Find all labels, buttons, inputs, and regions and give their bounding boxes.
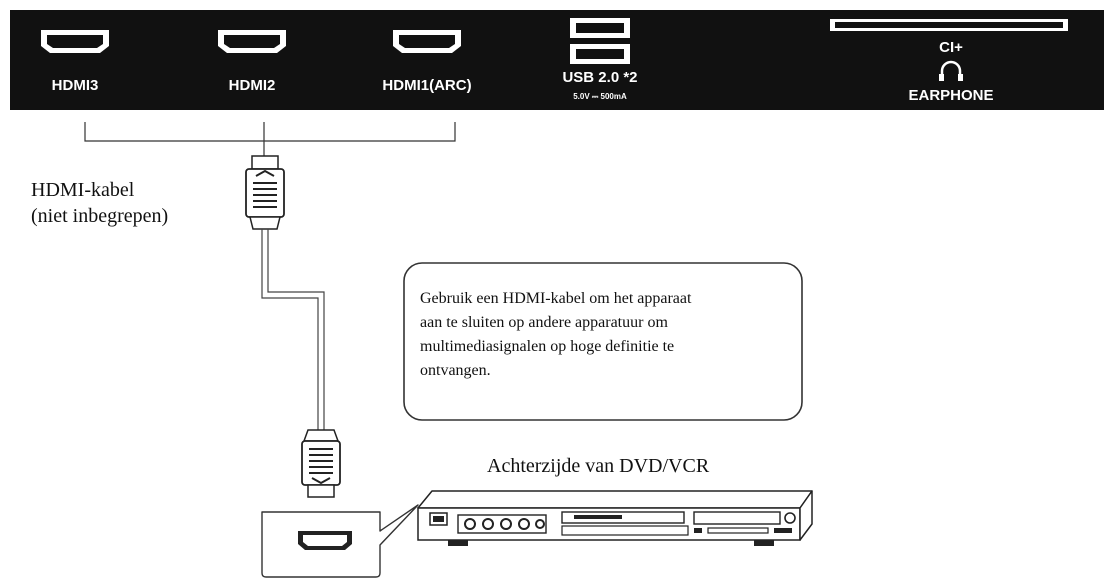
hdmi1-arc-label: HDMI1(ARC) xyxy=(382,77,471,94)
note-line-2: aan te sluiten op andere apparatuur om xyxy=(420,314,668,331)
hdmi3-label: HDMI3 xyxy=(52,77,99,94)
hdmi-plug-icon xyxy=(301,429,341,498)
port-zoom-callout xyxy=(261,504,419,578)
note-line-1: Gebruik een HDMI-kabel om het apparaat xyxy=(420,290,692,307)
earphone-label: EARPHONE xyxy=(908,87,993,104)
info-callout: Gebruik een HDMI-kabel om het apparaat a… xyxy=(403,262,803,421)
device-title: Achterzijde van DVD/VCR xyxy=(487,455,710,477)
ci-label: CI+ xyxy=(939,39,963,56)
earphone-icon xyxy=(939,60,963,81)
hdmi1-port-icon xyxy=(393,30,461,53)
cable-label-line1: HDMI-kabel xyxy=(31,179,135,201)
hdmi-port-icon xyxy=(298,531,352,550)
hdmi-plug-icon xyxy=(245,155,285,230)
hdmi-port-bracket xyxy=(84,122,456,156)
usb-spec-label: 5.0V ⎓ 500mA xyxy=(573,92,627,101)
dvd-vcr-icon xyxy=(417,490,813,546)
hdmi3-port-icon xyxy=(41,30,109,53)
cable-label-line2: (niet inbegrepen) xyxy=(31,205,168,227)
hdmi-cable xyxy=(261,229,325,430)
hdmi2-label: HDMI2 xyxy=(229,77,276,94)
ci-slot-icon xyxy=(830,19,1068,31)
usb-port-icon xyxy=(570,18,630,64)
note-line-3: multimediasignalen op hoge definitie te xyxy=(420,338,674,355)
note-line-4: ontvangen. xyxy=(420,362,491,379)
tv-connector-panel: HDMI3 HDMI2 HDMI1(ARC) USB 2.0 *2 5.0V ⎓… xyxy=(10,10,1104,110)
hdmi2-port-icon xyxy=(218,30,286,53)
usb-label: USB 2.0 *2 xyxy=(562,69,637,86)
